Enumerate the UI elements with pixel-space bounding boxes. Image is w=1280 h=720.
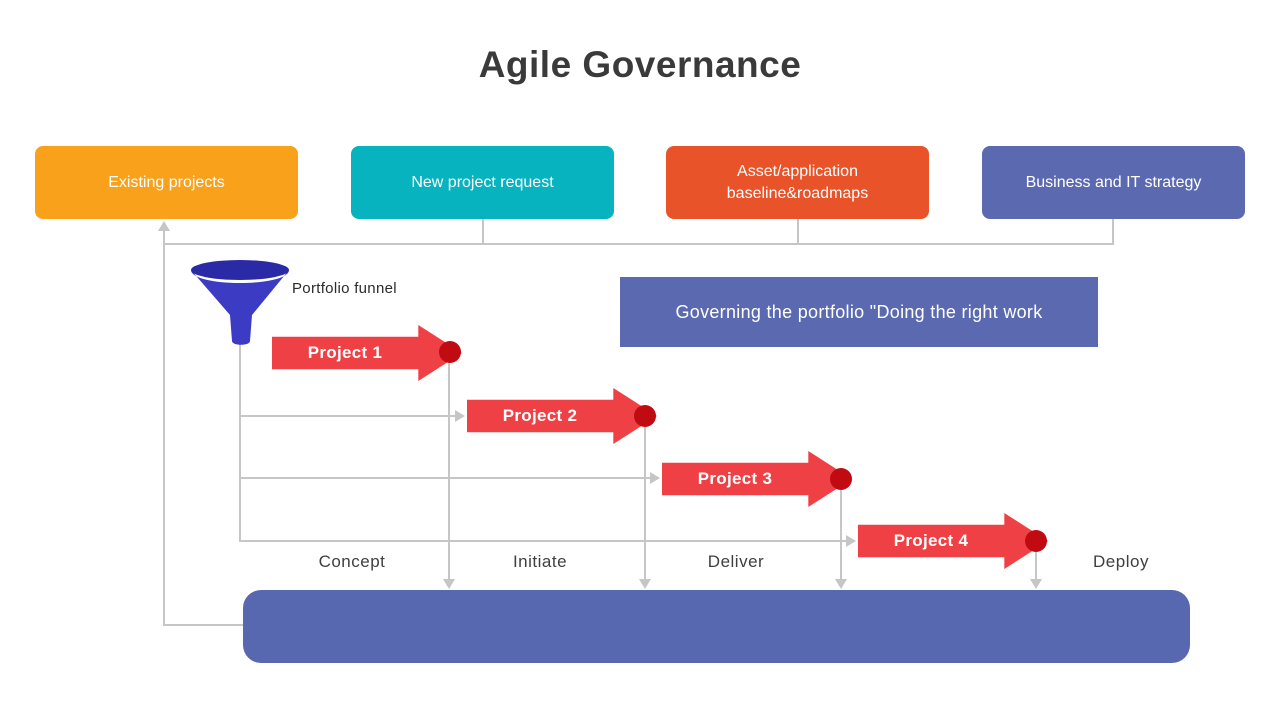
arrowhead-right-icon: [650, 472, 660, 484]
arrowhead-right-icon: [455, 410, 465, 422]
milestone-dot-project4: [1025, 530, 1047, 552]
connector-line-top-horizontal: [163, 243, 1114, 245]
arrowhead-up-icon: [158, 221, 170, 231]
box-existing-projects: Existing projects: [35, 146, 298, 219]
connector-stub-box3: [797, 219, 799, 245]
project-3-arrow: Project 3: [662, 451, 852, 507]
arrowhead-right-icon: [846, 535, 856, 547]
stage-label-deploy: Deploy: [1093, 552, 1149, 571]
connector-branch-project4: [240, 540, 848, 542]
governing-portfolio-box: Governing the portfolio "Doing the right…: [620, 277, 1098, 347]
connector-funnel-stem-line: [239, 338, 241, 542]
milestone-dot-project3: [830, 468, 852, 490]
project-2-arrow: Project 2: [467, 388, 657, 444]
milestone-dot-project2: [634, 405, 656, 427]
stage-label-initiate: Initiate: [512, 552, 568, 571]
bottom-governance-bar: [243, 590, 1190, 663]
box-business-it-strategy: Business and IT strategy: [982, 146, 1245, 219]
project-1-arrow: Project 1: [272, 325, 462, 381]
connector-stub-box2: [482, 219, 484, 245]
connector-stub-box4: [1112, 219, 1114, 245]
project-4-arrow: Project 4: [858, 513, 1048, 569]
box-asset-application-baseline: Asset/application baseline&roadmaps: [666, 146, 929, 219]
milestone-dot-project1: [439, 341, 461, 363]
page-title: Agile Governance: [478, 44, 802, 85]
stage-label-concept: Concept: [318, 552, 386, 571]
arrowhead-down-icon: [639, 579, 651, 589]
drop-line-project2: [644, 416, 646, 580]
arrowhead-down-icon: [835, 579, 847, 589]
arrowhead-down-icon: [1030, 579, 1042, 589]
funnel-label: Portfolio funnel: [292, 280, 397, 297]
connector-line-bottom-left: [163, 624, 245, 626]
connector-branch-project3: [240, 477, 652, 479]
drop-line-project3: [840, 479, 842, 580]
box-new-project-request: New project request: [351, 146, 614, 219]
drop-line-project1: [448, 352, 450, 580]
connector-branch-project2: [240, 415, 457, 417]
funnel-icon: [191, 260, 289, 345]
stage-label-deliver: Deliver: [707, 552, 765, 571]
drop-line-project4: [1035, 541, 1037, 580]
arrowhead-down-icon: [443, 579, 455, 589]
connector-line-left-vertical: [163, 229, 165, 625]
